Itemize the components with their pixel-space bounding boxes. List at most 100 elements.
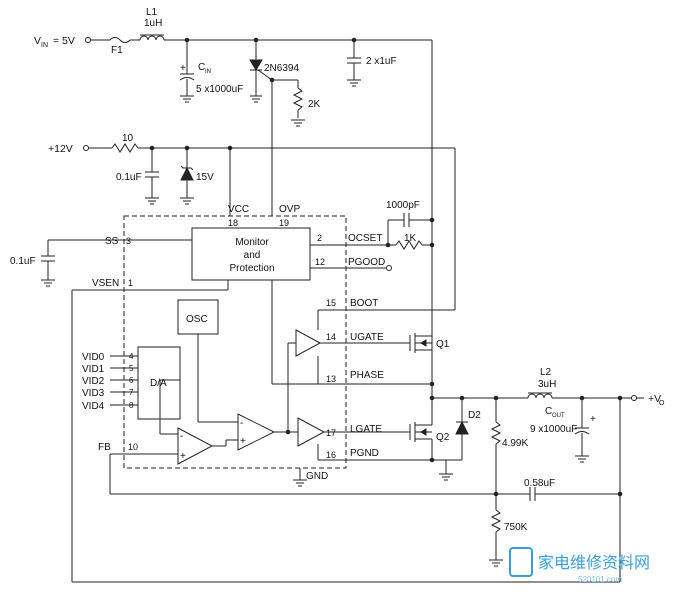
r499-label: 4.99K xyxy=(502,438,528,449)
pin-ovp-n: 19 xyxy=(279,218,289,228)
pin-boot: BOOT xyxy=(350,298,378,309)
pin-boot-n: 15 xyxy=(326,298,336,308)
pin-ocset-n: 2 xyxy=(317,233,322,243)
zener-15v xyxy=(180,148,194,205)
mosfet-q2 xyxy=(409,398,462,481)
scr-label: 2N6394 xyxy=(264,63,299,74)
resistor-2k xyxy=(292,80,304,118)
watermark-logo xyxy=(509,547,533,577)
q2-label: Q2 xyxy=(436,432,450,443)
pin-ss: SS xyxy=(105,236,119,247)
q1-label: Q1 xyxy=(436,339,450,350)
inductor-l2 xyxy=(527,393,553,399)
resistor-750k xyxy=(489,509,503,567)
cap-0-1uf-12v xyxy=(145,148,159,205)
pin-vcc: VCC xyxy=(228,204,249,215)
ic-gnd xyxy=(293,468,307,487)
vid3-n: 7 xyxy=(129,388,134,397)
op1-plus: + xyxy=(180,451,186,462)
pin-ovp: OVP xyxy=(279,204,300,215)
watermark: 家电维修资料网 520101.com xyxy=(509,547,650,584)
r1k-label: 1K xyxy=(404,233,417,244)
vid3-label: VID3 xyxy=(82,388,105,399)
labels: V IN = 5V L1 1uH F1 + C IN 5 x1000uF 2N6… xyxy=(10,7,665,533)
phase-line xyxy=(271,280,528,401)
resistor-1k xyxy=(395,240,423,250)
diode-d2 xyxy=(455,398,469,460)
pin-phase: PHASE xyxy=(350,370,384,381)
c01-label: 0.1uF xyxy=(116,172,142,183)
vid4-label: VID4 xyxy=(82,401,105,412)
cin-plus: + xyxy=(180,63,186,74)
cin-value: 5 x1000uF xyxy=(196,84,243,95)
monitor-line3: Protection xyxy=(229,263,274,274)
r750-label: 750K xyxy=(504,522,528,533)
pin-pgnd: PGND xyxy=(350,448,379,459)
pin-pgnd-n: 16 xyxy=(326,450,336,460)
pwm-comparator xyxy=(237,413,298,451)
fb-network xyxy=(109,453,623,501)
r2k-label: 2K xyxy=(308,99,321,110)
op2-plus: + xyxy=(240,436,246,447)
z15-label: 15V xyxy=(196,172,214,183)
pin-ugate-n: 14 xyxy=(326,332,336,342)
cap-2x1uf xyxy=(347,40,361,87)
vid0-n: 4 xyxy=(129,352,134,361)
ss-network xyxy=(41,239,192,287)
mosfet-q1 xyxy=(409,333,433,384)
pgood-line xyxy=(310,265,392,271)
l2-name: L2 xyxy=(540,367,552,378)
v12-rail xyxy=(83,143,456,310)
cout-sub: OUT xyxy=(552,413,565,419)
c2x1-label: 2 x1uF xyxy=(366,56,397,67)
vid1-n: 5 xyxy=(129,364,134,373)
vo-label: +V xyxy=(648,393,661,405)
watermark-text: 家电维修资料网 xyxy=(538,554,650,572)
osc-block xyxy=(177,299,219,335)
vid1-label: VID1 xyxy=(82,364,105,375)
lgate-driver xyxy=(280,417,432,461)
scr-2n6394 xyxy=(249,40,305,216)
osc-label: OSC xyxy=(186,314,208,325)
pin-vcc-n: 18 xyxy=(228,218,238,228)
op2-minus: - xyxy=(240,418,243,429)
vid2-n: 6 xyxy=(129,376,134,385)
pin-pgood-n: 12 xyxy=(315,257,325,267)
vid4-n: 8 xyxy=(129,401,134,410)
c1000p-label: 1000pF xyxy=(386,200,420,211)
pin-vsen: VSEN xyxy=(92,278,119,289)
ic-gnd-label: GND xyxy=(306,471,328,482)
monitor-protection-block xyxy=(191,227,311,281)
cin-name: C xyxy=(198,62,205,73)
vin-value: = 5V xyxy=(53,35,75,47)
pin-fb: FB xyxy=(98,442,111,453)
c058-label: 0.58uF xyxy=(524,478,555,489)
pin-pgood: PGOOD xyxy=(348,257,385,268)
vin-sub: IN xyxy=(41,42,48,49)
fuse-f1 xyxy=(109,37,131,43)
pin-lgate: LGATE xyxy=(350,424,382,435)
v12-label: +12V xyxy=(48,143,73,155)
cout-value: 9 x1000uF xyxy=(530,424,577,435)
pin-fb-n: 10 xyxy=(128,442,138,452)
error-amplifier xyxy=(124,379,238,465)
da-block xyxy=(137,346,181,420)
da-label: D/A xyxy=(150,378,167,389)
l1-name: L1 xyxy=(146,7,158,18)
ocset-network xyxy=(310,213,435,250)
ic-outline xyxy=(123,215,347,469)
monitor-line1: Monitor xyxy=(235,237,269,248)
vid-lines xyxy=(110,355,138,406)
vin-rail xyxy=(85,34,433,340)
c-ss-label: 0.1uF xyxy=(10,256,36,267)
cout-name: C xyxy=(545,406,552,417)
inductor-l1 xyxy=(139,35,165,41)
vin-label: V xyxy=(34,35,41,47)
cin-capacitor xyxy=(179,40,195,103)
pin-ugate: UGATE xyxy=(350,332,384,343)
r10-label: 10 xyxy=(122,133,134,144)
pin-ss-n: 3 xyxy=(126,236,131,246)
pin-vsen-n: 1 xyxy=(128,278,133,288)
vsen-line xyxy=(71,280,621,583)
